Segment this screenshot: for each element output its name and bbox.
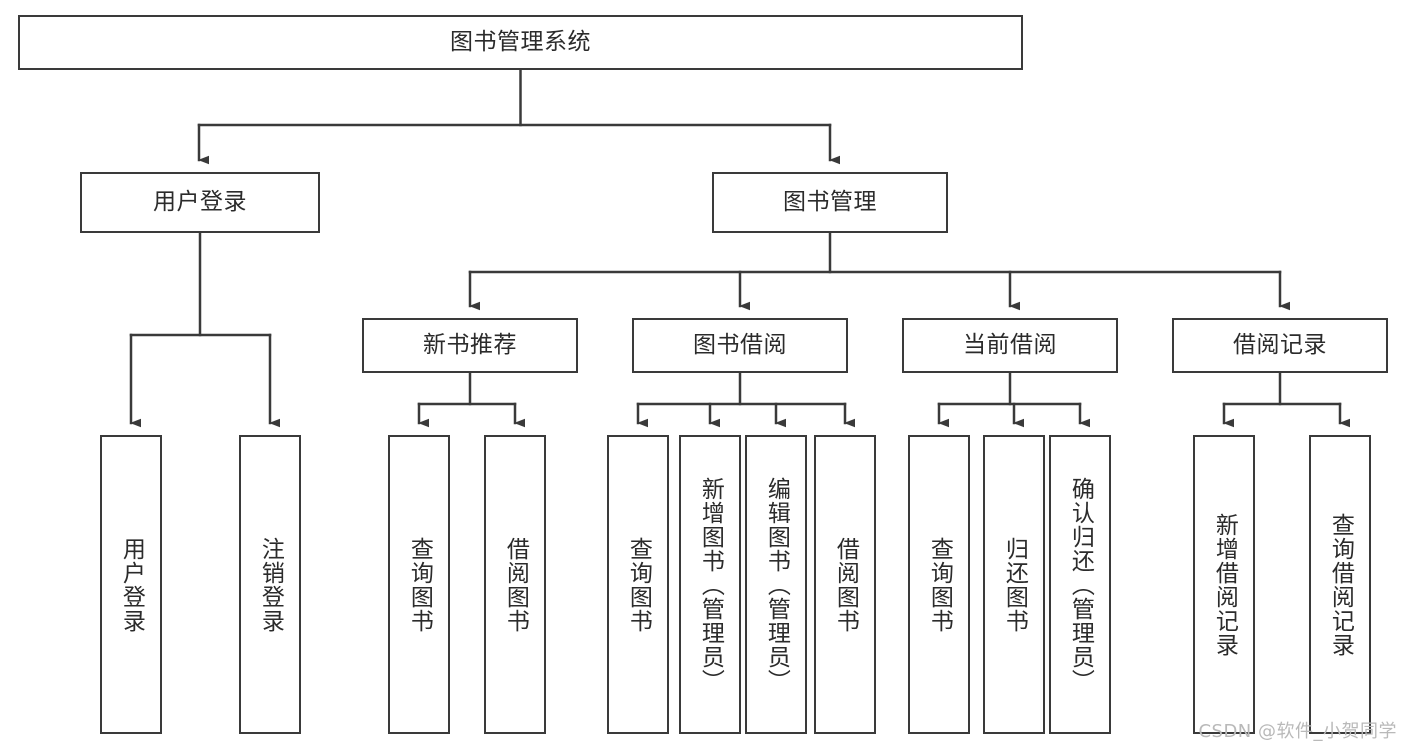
node-label: 图书管理系统 <box>450 28 591 55</box>
node-leaf-query-book-current[interactable]: 查询图书 <box>908 435 970 734</box>
node-label: 借阅图书 <box>502 536 529 633</box>
node-root-system[interactable]: 图书管理系统 <box>18 15 1023 70</box>
node-label: 借阅图书 <box>832 536 859 633</box>
node-leaf-add-borrow-record[interactable]: 新增借阅记录 <box>1193 435 1255 734</box>
node-leaf-edit-book-admin[interactable]: 编辑图书（管理员） <box>745 435 807 734</box>
node-new-book-recommend[interactable]: 新书推荐 <box>362 318 578 373</box>
node-label: 注销登录 <box>257 536 284 633</box>
node-leaf-add-book-admin[interactable]: 新增图书（管理员） <box>679 435 741 734</box>
node-label: 用户登录 <box>118 536 145 633</box>
node-user-login[interactable]: 用户登录 <box>80 172 320 233</box>
node-leaf-query-book-borrow[interactable]: 查询图书 <box>607 435 669 734</box>
node-label: 查询图书 <box>625 536 652 633</box>
node-label: 用户登录 <box>153 188 247 215</box>
node-leaf-user-logout[interactable]: 注销登录 <box>239 435 301 734</box>
node-label: 当前借阅 <box>963 331 1057 358</box>
node-label: 查询借阅记录 <box>1327 512 1354 657</box>
node-label: 借阅记录 <box>1233 331 1327 358</box>
node-leaf-query-book-recommend[interactable]: 查询图书 <box>388 435 450 734</box>
node-label: 查询图书 <box>406 536 433 633</box>
node-label: 图书管理 <box>783 188 877 215</box>
node-label: 归还图书 <box>1001 536 1028 633</box>
node-leaf-user-login[interactable]: 用户登录 <box>100 435 162 734</box>
node-leaf-query-borrow-record[interactable]: 查询借阅记录 <box>1309 435 1371 734</box>
node-label: 新增借阅记录 <box>1211 512 1238 657</box>
node-leaf-confirm-return-admin[interactable]: 确认归还（管理员） <box>1049 435 1111 734</box>
node-label: 新书推荐 <box>423 331 517 358</box>
node-label: 编辑图书（管理员） <box>763 476 790 693</box>
node-label: 查询图书 <box>926 536 953 633</box>
node-borrow-records[interactable]: 借阅记录 <box>1172 318 1388 373</box>
node-leaf-borrow-book[interactable]: 借阅图书 <box>814 435 876 734</box>
node-book-manage[interactable]: 图书管理 <box>712 172 948 233</box>
node-book-borrow[interactable]: 图书借阅 <box>632 318 848 373</box>
node-leaf-return-book[interactable]: 归还图书 <box>983 435 1045 734</box>
node-label: 图书借阅 <box>693 331 787 358</box>
watermark-text: CSDN @软件_小贺同学 <box>1198 721 1397 742</box>
node-current-borrow[interactable]: 当前借阅 <box>902 318 1118 373</box>
node-label: 新增图书（管理员） <box>697 476 724 693</box>
node-label: 确认归还（管理员） <box>1067 476 1094 693</box>
node-leaf-borrow-book-recommend[interactable]: 借阅图书 <box>484 435 546 734</box>
